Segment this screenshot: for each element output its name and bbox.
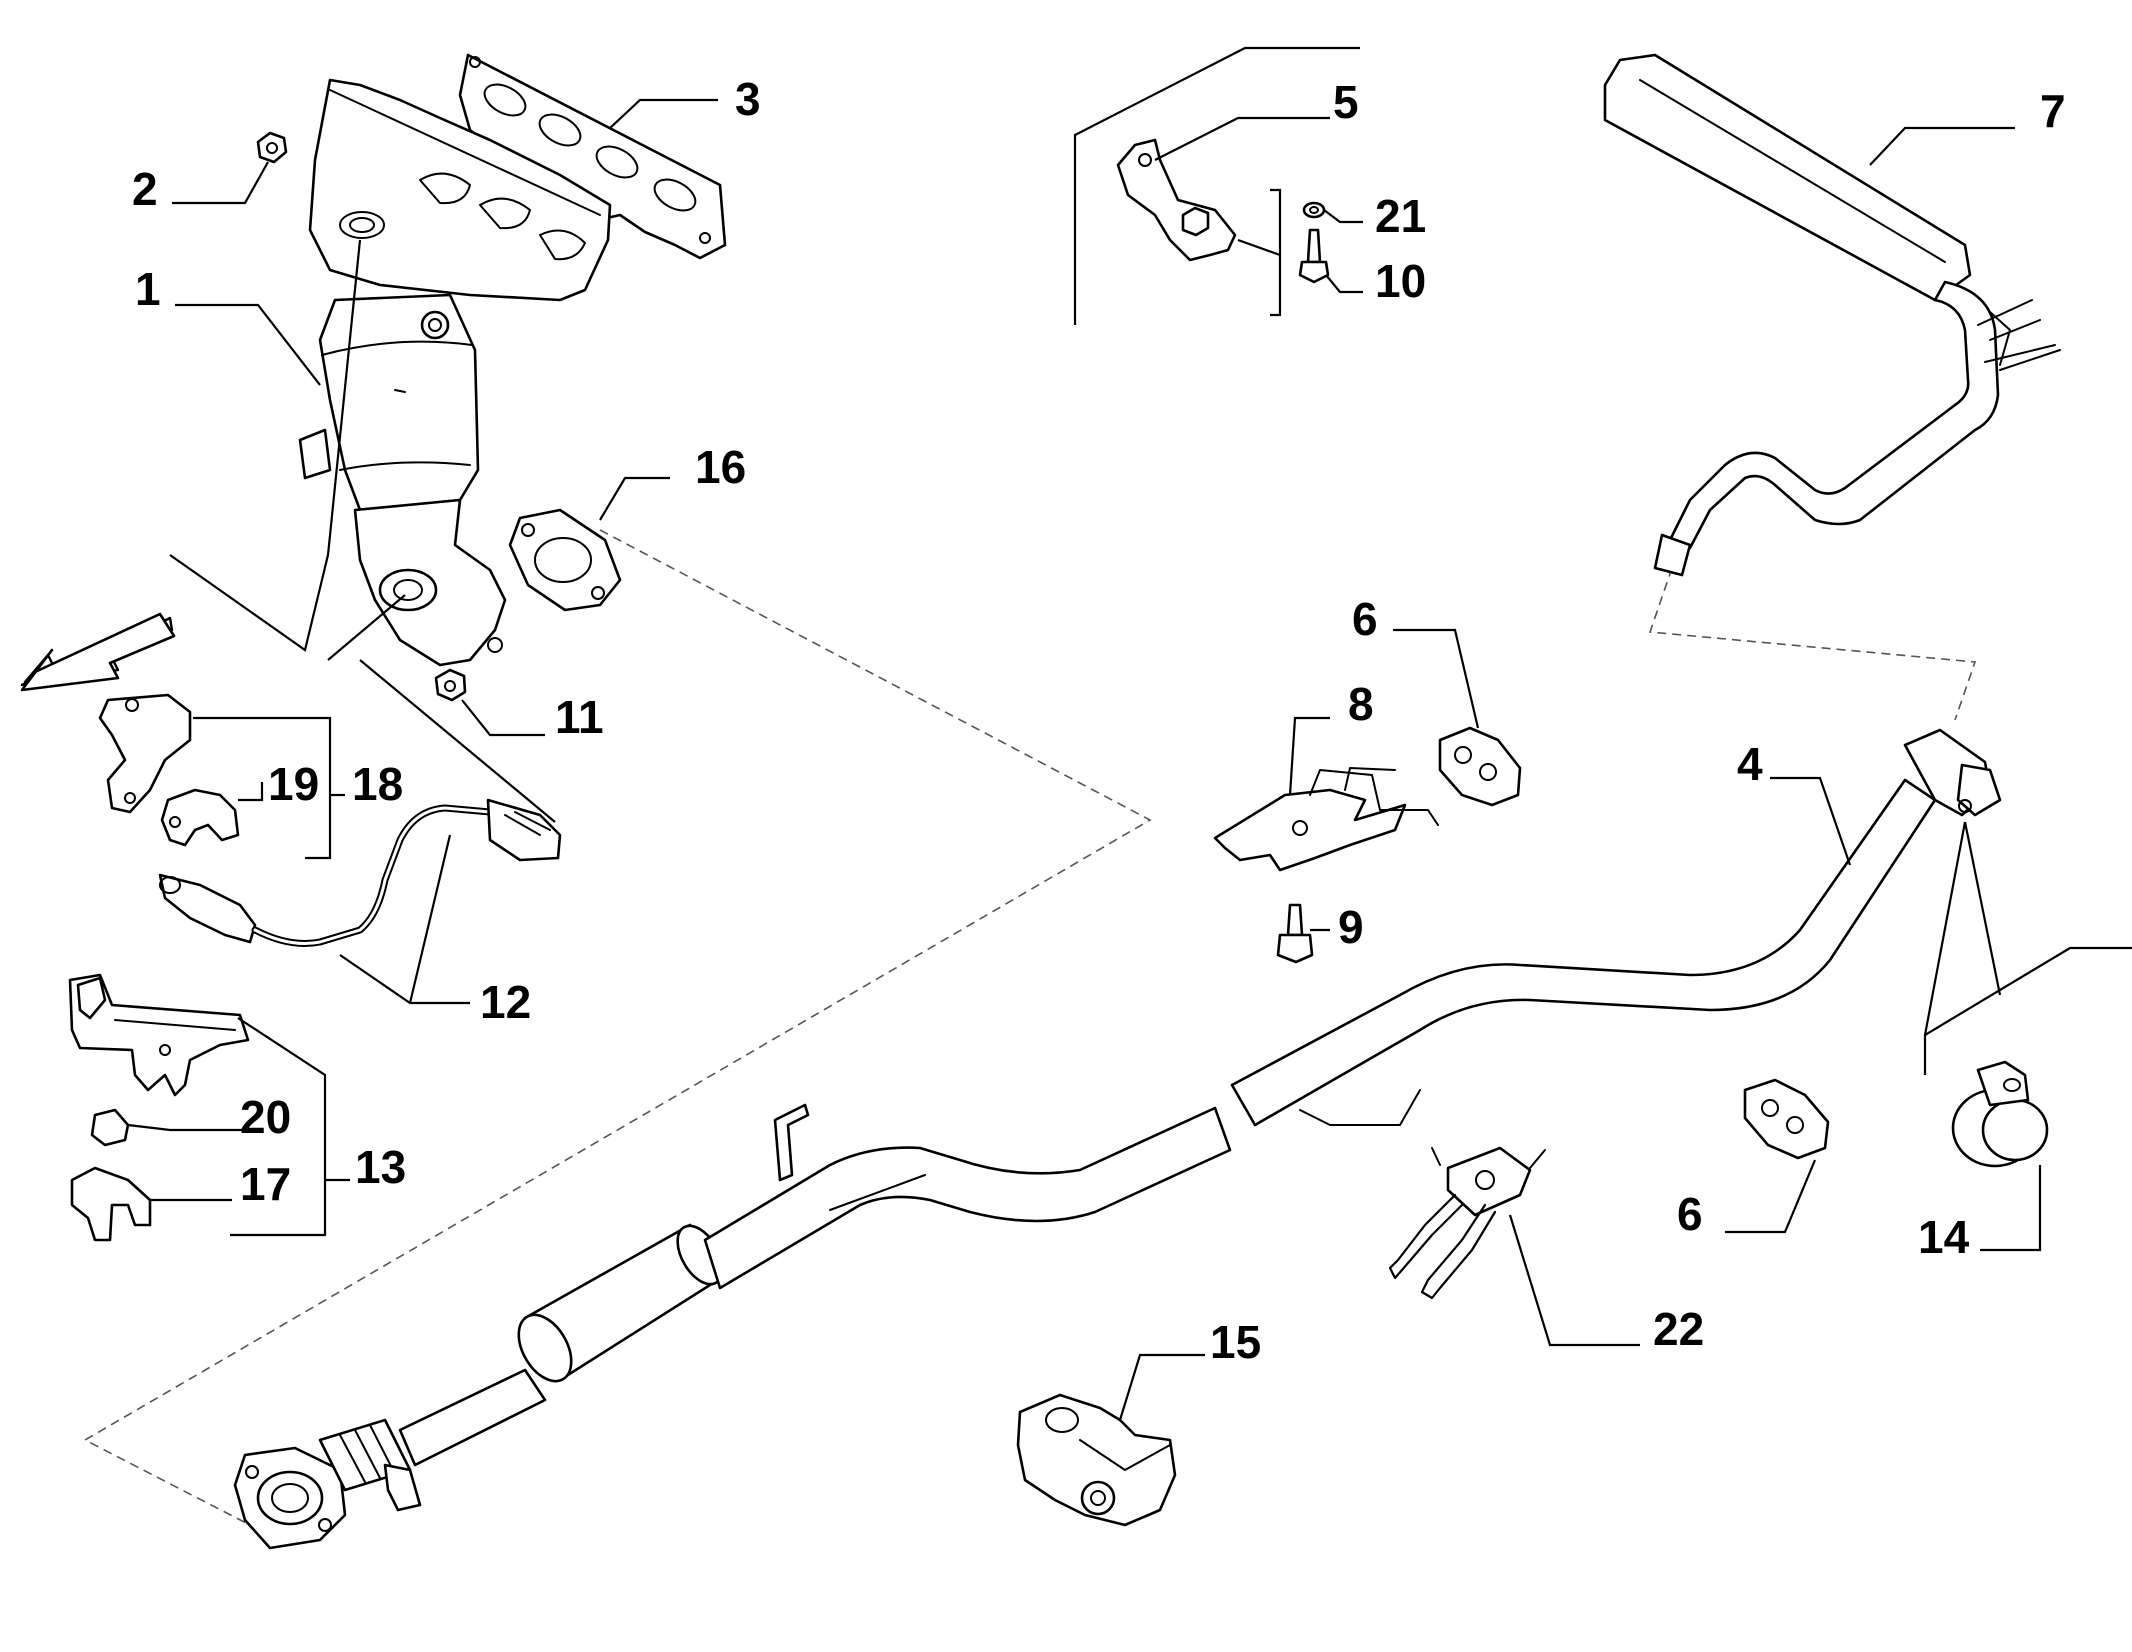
callout-2: 2 [132,163,158,215]
washer [1302,201,1326,219]
callout-8: 8 [1348,678,1374,730]
converter-outlet-gasket [508,508,622,612]
callout-21: 21 [1375,190,1426,242]
manifold-catalytic-converter [298,78,612,667]
callout-12: 12 [480,976,531,1028]
converter-nut [434,668,467,702]
callout-18: 18 [352,758,403,810]
rubber-mount-lower [1743,1078,1830,1160]
callout-20: 20 [240,1091,291,1143]
sensor-bracket [98,693,192,814]
callout-16: 16 [695,441,746,493]
callout-5: 5 [1333,76,1359,128]
hanger-bracket [1388,1146,1546,1300]
lambda-sensor [158,798,562,947]
exhaust-pipe-assembly [233,728,2002,1550]
callout-7: 7 [2040,85,2066,137]
callout-6-lower: 6 [1677,1188,1703,1240]
callout-15: 15 [1210,1316,1261,1368]
callout-1: 1 [135,263,161,315]
sensor-clamp [70,1166,152,1242]
callout-22: 22 [1653,1303,1704,1355]
manifold-nut [256,131,288,164]
callout-numbers: 1 2 3 16 11 19 18 12 20 13 17 5 21 10 7 … [132,73,2066,1368]
callout-10: 10 [1375,255,1426,307]
connection-guides [83,529,1977,1526]
pipe-clamp [1951,1060,2049,1168]
arrow-front-icon [20,612,176,692]
silencer-bracket [1116,138,1237,262]
sensor-clip [160,788,240,847]
rear-silencer [1603,53,2061,577]
rubber-bush [1016,1393,1177,1527]
leader-lines [127,46,2132,1421]
callout-9: 9 [1338,901,1364,953]
callout-13: 13 [355,1141,406,1193]
callout-17: 17 [240,1158,291,1210]
heat-shield-screw [1276,903,1314,964]
callout-4: 4 [1737,738,1763,790]
callout-19: 19 [268,758,319,810]
callout-14: 14 [1918,1211,1970,1263]
rubber-mount-upper [1438,726,1522,807]
sensor-support-bracket [68,973,250,1097]
callout-3: 3 [735,73,761,125]
callout-11: 11 [555,691,604,743]
sensor-cap [90,1108,130,1147]
heat-shield-bracket [1213,767,1439,872]
bracket-bolt [1298,228,1330,284]
callout-6-upper: 6 [1352,593,1378,645]
